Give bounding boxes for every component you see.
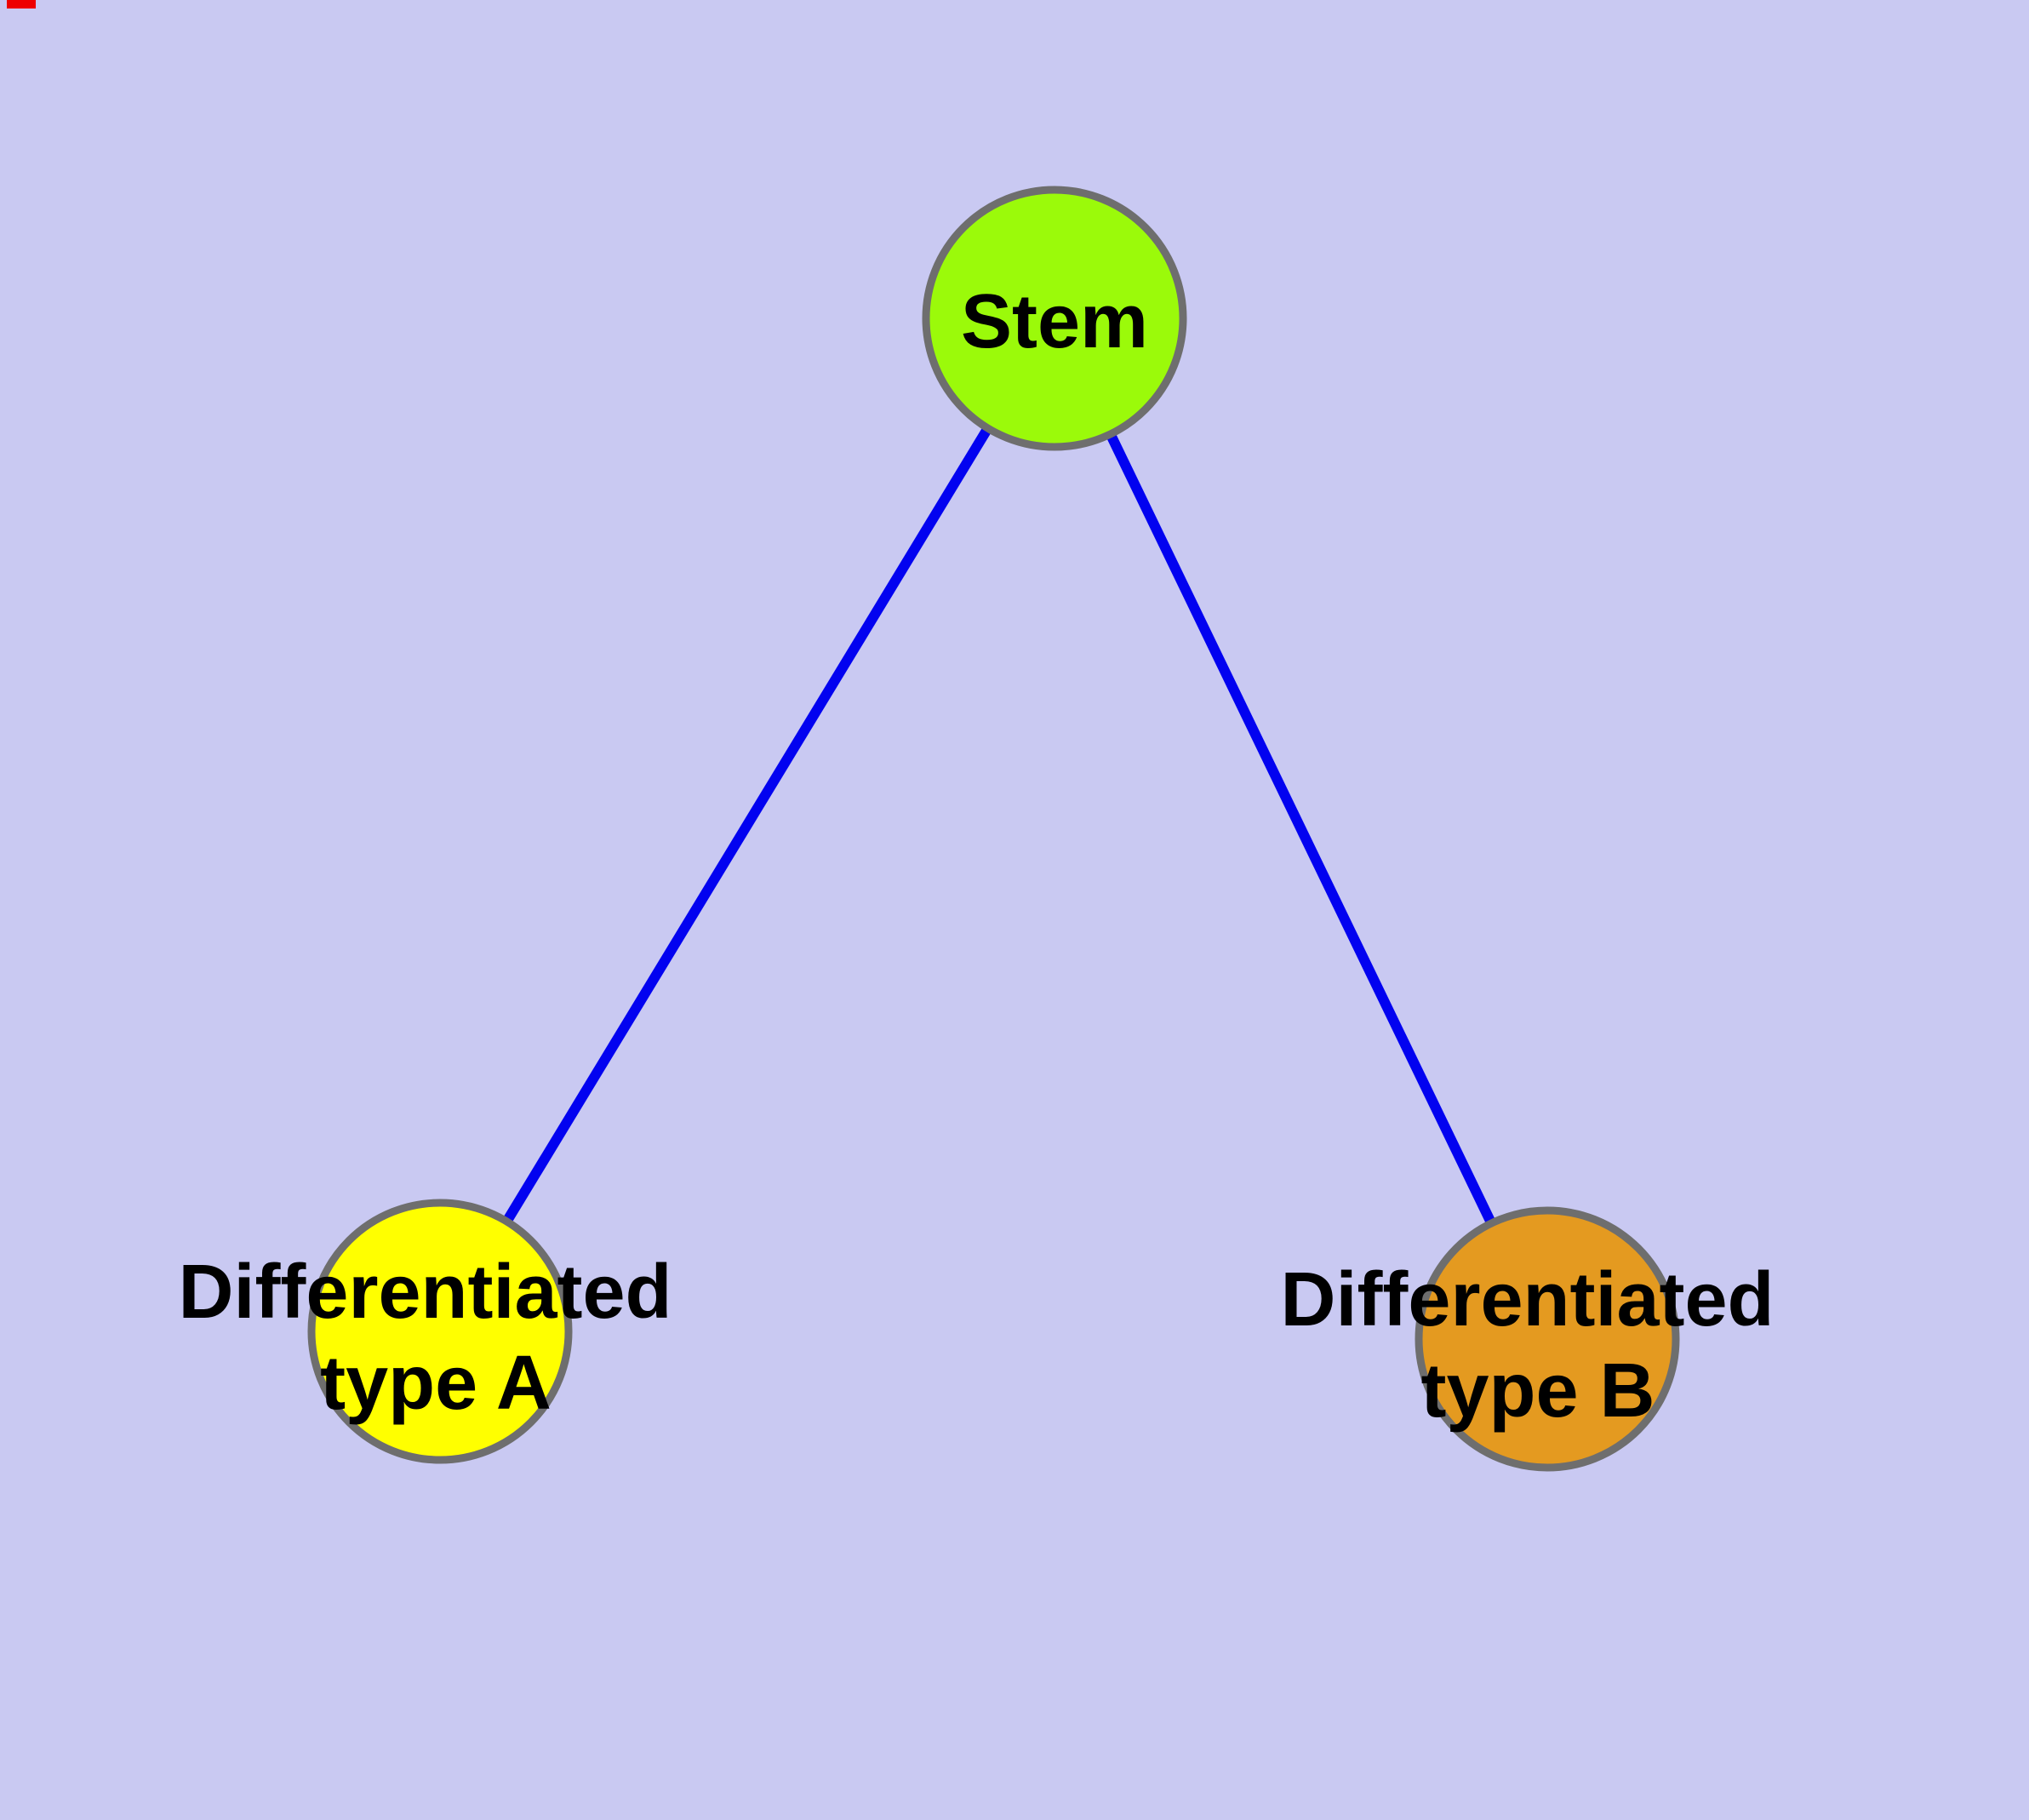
node-differentiated-type-b: [1415, 1206, 1680, 1472]
node-stem: [922, 186, 1187, 451]
node-type-b-label: Differentiated type B: [1280, 1257, 1795, 1434]
node-differentiated-type-a: [307, 1199, 573, 1464]
node-type-a-label: Differentiated type A: [178, 1250, 693, 1426]
node-type-a-label-line1: Differentiated: [178, 1250, 672, 1335]
node-stem-label: Stem: [961, 279, 1148, 364]
top-left-red-artifact: [7, 0, 36, 9]
edge-stem-to-type-a: [435, 315, 1060, 1335]
edge-stem-to-type-b: [1049, 316, 1552, 1342]
node-type-b-label-line2: type B: [1420, 1348, 1655, 1434]
node-type-b-label-line1: Differentiated: [1280, 1257, 1774, 1342]
node-type-a-label-line2: type A: [320, 1341, 552, 1426]
